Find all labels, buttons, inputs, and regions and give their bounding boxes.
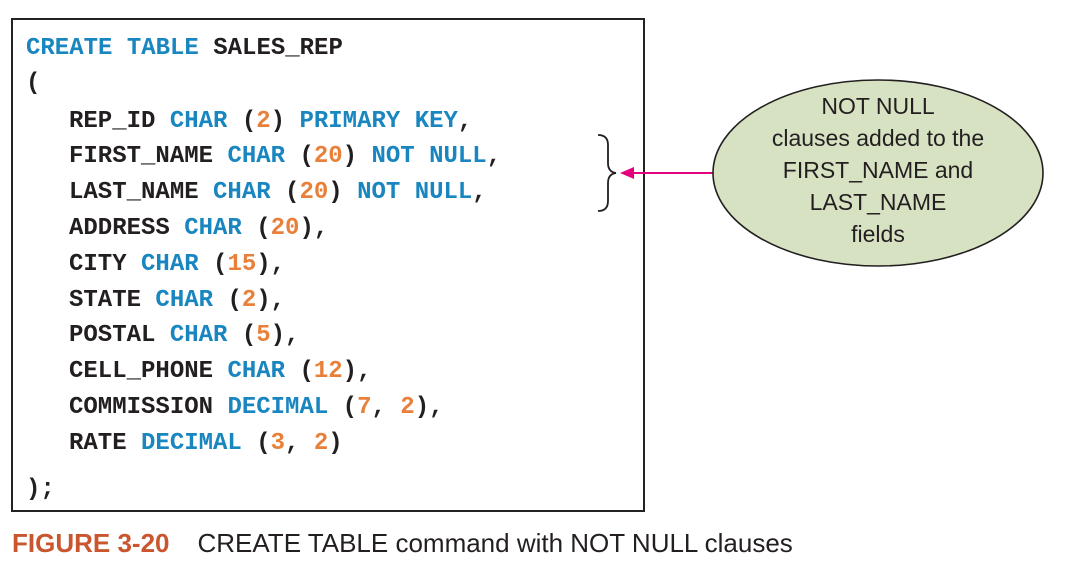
sql-identifier: REP_ID: [69, 108, 170, 135]
sql-keyword: CREATE TABLE: [26, 35, 214, 62]
code-panel: CREATE TABLE SALES_REP(REP_ID CHAR (2) P…: [11, 18, 645, 512]
code-line: FIRST_NAME CHAR (20) NOT NULL,: [69, 140, 501, 174]
sql-identifier: );: [26, 476, 55, 503]
sql-number: 2: [241, 287, 257, 314]
sql-keyword: CHAR: [141, 251, 214, 278]
sql-identifier: ): [328, 430, 343, 457]
sql-number: 12: [313, 358, 343, 385]
sql-identifier: ,: [472, 179, 487, 206]
code-line: RATE DECIMAL (3, 2): [69, 427, 343, 461]
callout-line: NOT NULL: [821, 93, 935, 119]
code-line: CREATE TABLE SALES_REP: [26, 32, 343, 66]
sql-identifier: FIRST_NAME: [69, 143, 228, 170]
sql-identifier: ),: [342, 358, 372, 385]
sql-identifier: (: [26, 70, 41, 97]
sql-identifier: (: [241, 108, 257, 135]
code-line: COMMISSION DECIMAL (7, 2),: [69, 391, 444, 425]
sql-keyword: NOT NULL: [371, 143, 487, 170]
sql-keyword: CHAR: [169, 108, 242, 135]
sql-keyword: NOT NULL: [357, 179, 473, 206]
sql-identifier: ): [270, 108, 300, 135]
sql-identifier: ,: [457, 108, 473, 135]
figure-label: FIGURE 3-20: [12, 528, 170, 558]
sql-keyword: CHAR: [169, 322, 242, 349]
sql-identifier: ),: [299, 215, 329, 242]
sql-identifier: (: [256, 430, 271, 457]
sql-number: 20: [313, 143, 343, 170]
sql-keyword: CHAR: [213, 179, 286, 206]
code-line: ADDRESS CHAR (20),: [69, 212, 328, 246]
sql-identifier: (: [241, 322, 257, 349]
code-line: CELL_PHONE CHAR (12),: [69, 355, 371, 389]
code-line: POSTAL CHAR (5),: [69, 319, 299, 353]
sql-identifier: ),: [256, 287, 286, 314]
sql-number: 2: [400, 394, 415, 421]
sql-identifier: ): [342, 143, 372, 170]
sql-identifier: ),: [414, 394, 444, 421]
sql-keyword: CHAR: [227, 358, 300, 385]
sql-identifier: ),: [256, 251, 286, 278]
code-line: STATE CHAR (2),: [69, 284, 285, 318]
sql-number: 20: [299, 179, 329, 206]
sql-identifier: ): [328, 179, 358, 206]
sql-identifier: ADDRESS: [69, 215, 185, 242]
caption-text: CREATE TABLE command with NOT NULL claus…: [197, 528, 793, 558]
code-line: (: [26, 67, 40, 101]
sql-number: 7: [357, 394, 372, 421]
sql-identifier: STATE: [69, 287, 156, 314]
sql-identifier: (: [227, 287, 242, 314]
sql-keyword: DECIMAL: [227, 394, 343, 421]
callout-ellipse: [712, 79, 1044, 267]
sql-number: 2: [313, 430, 329, 457]
sql-identifier: ,: [486, 143, 502, 170]
sql-number: 5: [256, 322, 271, 349]
sql-identifier: (: [213, 251, 228, 278]
code-line: LAST_NAME CHAR (20) NOT NULL,: [69, 176, 487, 210]
sql-identifier: (: [256, 215, 271, 242]
sql-identifier: (: [342, 394, 358, 421]
sql-identifier: CELL_PHONE: [69, 358, 228, 385]
sql-keyword: CHAR: [155, 287, 228, 314]
sql-identifier: (: [299, 143, 314, 170]
sql-identifier: ,: [285, 430, 314, 457]
sql-identifier: (: [299, 358, 314, 385]
sql-number: 20: [270, 215, 300, 242]
figure-caption: FIGURE 3-20 CREATE TABLE command with NOT…: [12, 528, 793, 559]
sql-identifier: SALES_REP: [213, 35, 343, 62]
code-line: );: [26, 473, 55, 507]
sql-keyword: CHAR: [184, 215, 257, 242]
sql-keyword: CHAR: [227, 143, 300, 170]
callout-line: FIRST_NAME and: [782, 157, 974, 183]
sql-identifier: CITY: [69, 251, 142, 278]
callout-line: fields: [851, 221, 905, 247]
code-line: CITY CHAR (15),: [69, 248, 285, 282]
brace-icon: [597, 134, 617, 212]
sql-identifier: ,: [371, 394, 401, 421]
sql-identifier: (: [285, 179, 300, 206]
sql-keyword: PRIMARY KEY: [299, 108, 458, 135]
callout-line: clauses added to the: [771, 125, 985, 151]
sql-number: 15: [227, 251, 257, 278]
sql-number: 2: [256, 108, 271, 135]
callout-line: LAST_NAME: [809, 189, 947, 215]
sql-keyword: DECIMAL: [141, 430, 257, 457]
sql-identifier: POSTAL: [69, 322, 170, 349]
sql-identifier: COMMISSION: [69, 394, 228, 421]
code-line: REP_ID CHAR (2) PRIMARY KEY,: [69, 105, 472, 139]
sql-number: 3: [270, 430, 286, 457]
arrow-head-icon: [620, 167, 634, 179]
sql-identifier: RATE: [69, 430, 142, 457]
sql-identifier: LAST_NAME: [69, 179, 214, 206]
sql-identifier: ),: [270, 322, 300, 349]
